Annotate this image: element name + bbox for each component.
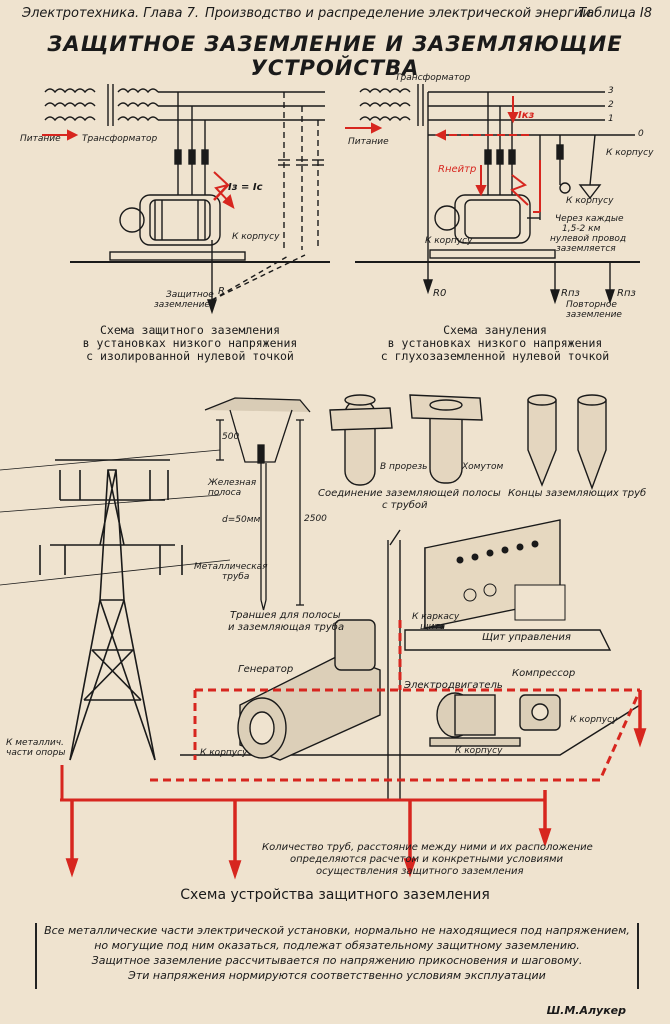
transformer2-coil-icon [359,84,635,136]
motor2-icon [429,194,556,259]
trench-dim-500: 500 [222,432,240,442]
d2-caption-1: Схема зануления [443,323,547,337]
to-panel-2: щита [420,622,446,632]
diagram1-schematic [44,84,330,315]
page-title: ЗАЩИТНОЕ ЗАЗЕМЛЕНИЕ И ЗАЗЕМЛЯЮЩИЕ УСТРОЙ… [47,32,623,80]
d1-transformer-label: Трансформатор [82,134,158,144]
diagram2-fault-arrows [345,96,541,213]
note-line-2: но могущие под ним оказаться, подлежат о… [94,939,580,952]
transmission-tower-icon [0,449,231,761]
compressor-icon [519,694,561,731]
generator-label: Генератор [238,664,294,675]
plant-note-2: определяются расчетом и конкретными усло… [290,854,564,865]
note-line-3: Защитное заземление рассчитывается по на… [91,954,583,967]
d2-phase-1: 1 [608,114,614,124]
motor1-icon [109,194,246,261]
d1-resistance-label: R [218,286,225,297]
trench-pipe-2: труба [222,572,250,582]
d1-ground-label-1: Защитное [166,290,214,300]
plant-note-3: осуществления защитного заземления [316,866,524,877]
header-chapter: Электротехника. Глава 7. [22,6,199,21]
d2-caption-2: в установках низкого напряжения [387,336,603,350]
trench-dim-2500: 2500 [304,514,327,524]
tower-label-2: части опоры [6,748,66,758]
d1-to-case-label: К корпусу [232,232,280,242]
trench-iron-2: полоса [208,488,242,498]
d1-caption-3: с изолированной нулевой точкой [86,349,294,363]
plant-note-1: Количество труб, расстояние между ними и… [262,842,593,853]
trench-pipe-1: Металлическая [194,562,268,572]
diagram1-fault-arrows [42,129,235,210]
to-case-generator: К корпусу [200,748,248,758]
tower-label-1: К металлич. [6,738,64,748]
d2-phase-3: 3 [608,86,614,96]
d1-ground-label-2: заземление [154,300,210,310]
electric-motor-icon [429,692,521,747]
grounding-bus [60,620,642,802]
d1-caption-2: в установках низкого напряжения [82,336,298,350]
pipe-ends-caption: Концы заземляющих труб [508,488,647,499]
ground-rods [65,690,647,880]
d2-rpz1-label: Rпз [561,288,580,299]
trench-diameter: d=50мм [222,515,261,525]
d2-repeat-1: Повторное [566,300,617,310]
d2-ikz-label: Iкз [518,110,535,121]
trench-caption-2: и заземляющая труба [228,622,345,633]
header-table-number: Таблица I8 [578,6,652,21]
to-panel-1: К каркасу [412,612,460,622]
pipe-end-icon [527,394,607,491]
d2-to-case-3: К корпусу [425,236,473,246]
panel-label: Щит управления [482,632,571,643]
joint-clamp-label: Хомутом [462,462,504,472]
d1-current-equation: Iз = Iс [228,182,263,193]
d2-note-1: Через каждые [555,214,624,224]
note-line-4: Эти напряжения нормируются соответственн… [128,969,546,982]
compressor-label: Компрессор [512,668,576,679]
joint-slot-icon [329,394,393,486]
d1-supply-label: Питание [20,134,61,144]
to-case-compressor: К корпусу [570,715,618,725]
control-panel-icon [456,540,566,621]
diagram-title: Схема устройства защитного заземления [180,887,490,903]
joints-caption-2: с трубой [382,500,428,511]
d1-caption-1: Схема защитного заземления [99,323,280,337]
d2-repeat-2: заземление [566,310,622,320]
d2-transformer-label: Трансформатор [395,73,471,83]
d2-r0-label: R0 [433,288,447,299]
trench-iron-1: Железная [208,478,257,488]
d2-to-case-2: К корпусу [566,196,614,206]
d2-note-4: заземляется [556,244,616,254]
joint-clamp-icon [409,394,483,484]
to-case-motor: К корпусу [455,746,503,756]
transformer-coil-icon [44,84,159,126]
explanatory-note: Все металлические части электрической ус… [35,923,639,989]
d2-supply-label: Питание [348,137,389,147]
trench-drawing [204,397,311,611]
note-line-1: Все металлические части электрической ус… [44,924,630,937]
d2-neutral-0: 0 [638,129,644,139]
trench-caption-1: Траншея для полосы [230,610,341,621]
joints-caption-1: Соединение заземляющей полосы [318,488,501,499]
generator-icon [237,619,381,761]
d2-rpz2-label: Rпз [617,288,636,299]
d2-rneutral-label: Rнейтр [438,164,477,175]
d2-to-case-1: К корпусу [606,148,654,158]
d2-caption-3: с глухозаземленной нулевой точкой [380,349,610,363]
d2-note-3: нулевой провод [550,234,627,244]
diagram2-schematic [355,84,640,305]
joint-slot-label: В прорезь [380,462,428,472]
d2-phase-2: 2 [608,100,614,110]
author-signature: Ш.М.Алукер [546,1004,626,1017]
motor-label: Электродвигатель [404,680,503,691]
d2-note-2: 1,5-2 км [562,224,601,234]
header-section: Производство и распределение электрическ… [205,6,591,21]
